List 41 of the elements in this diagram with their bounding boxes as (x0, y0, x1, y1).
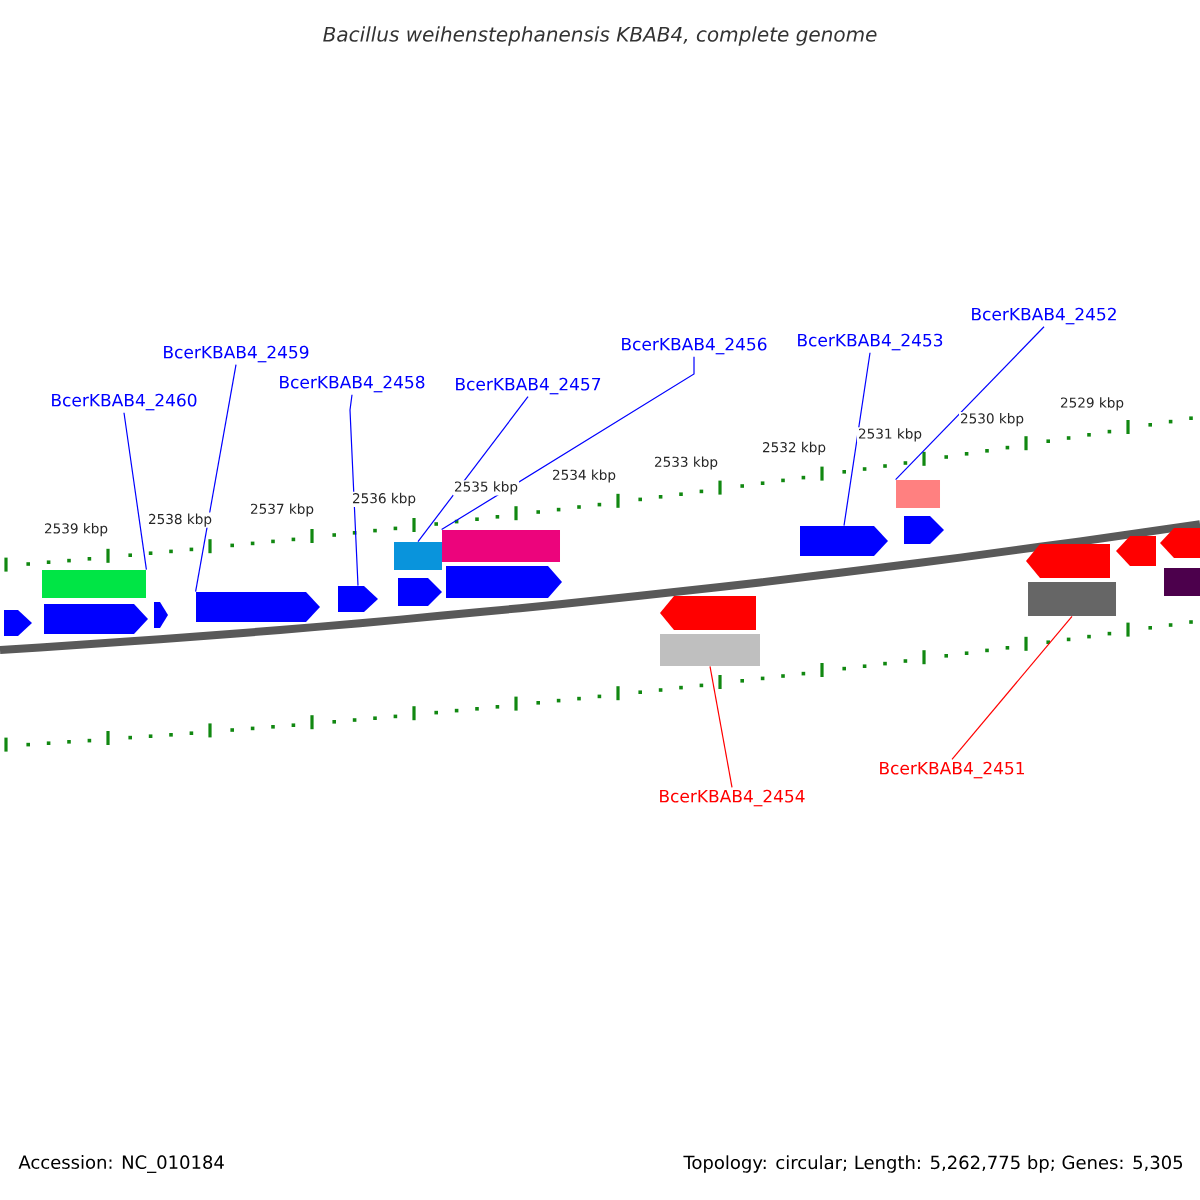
accession-text: Accession: NC_010184 (18, 1155, 224, 1173)
gene-label: BcerKBAB4_2452 (972, 307, 1116, 325)
gene-block (896, 480, 940, 508)
gene-feature (1026, 544, 1110, 578)
leader-line (709, 665, 733, 788)
gene-feature (338, 586, 378, 612)
gene-label: BcerKBAB4_2456 (622, 337, 767, 355)
chart-title: Bacillus weihenstephanensis KBAB4, complete genome (323, 26, 877, 46)
gene-feature (1160, 528, 1200, 558)
genome-info-text: Topology: circular; Length: 5,262,775 bp; Genes: 5,305 (683, 1155, 1183, 1173)
gene-feature (4, 610, 32, 636)
leader-line (123, 412, 147, 571)
gene-label: BcerKBAB4_2459 (164, 345, 309, 363)
gene-block (442, 530, 560, 562)
gene-feature (154, 602, 168, 628)
gene-feature (800, 526, 888, 556)
leader-line (951, 615, 1073, 760)
gene-block (42, 570, 146, 598)
leader-line (349, 394, 359, 587)
leader-line (441, 356, 695, 531)
gene-block (1164, 568, 1200, 596)
gene-block (394, 542, 442, 570)
gene-label: BcerKBAB4_2458 (280, 375, 425, 393)
leader-line (843, 352, 871, 527)
gene-feature (660, 596, 756, 630)
gene-block (660, 634, 760, 666)
gene-feature (44, 604, 148, 634)
gene-label: BcerKBAB4_2457 (456, 377, 601, 395)
gene-feature (446, 566, 562, 598)
gene-feature (196, 592, 320, 622)
leader-line (417, 396, 529, 543)
leader-line (195, 364, 237, 593)
gene-label: BcerKBAB4_2460 (52, 393, 197, 411)
leader-line (895, 326, 1045, 481)
gene-block (1028, 582, 1116, 616)
gene-label: BcerKBAB4_2451 (880, 761, 1024, 779)
gene-feature (904, 516, 944, 544)
gene-label: BcerKBAB4_2453 (798, 333, 943, 351)
gene-feature (1116, 536, 1156, 566)
gene-feature (398, 578, 442, 606)
gene-label: BcerKBAB4_2454 (660, 789, 805, 807)
